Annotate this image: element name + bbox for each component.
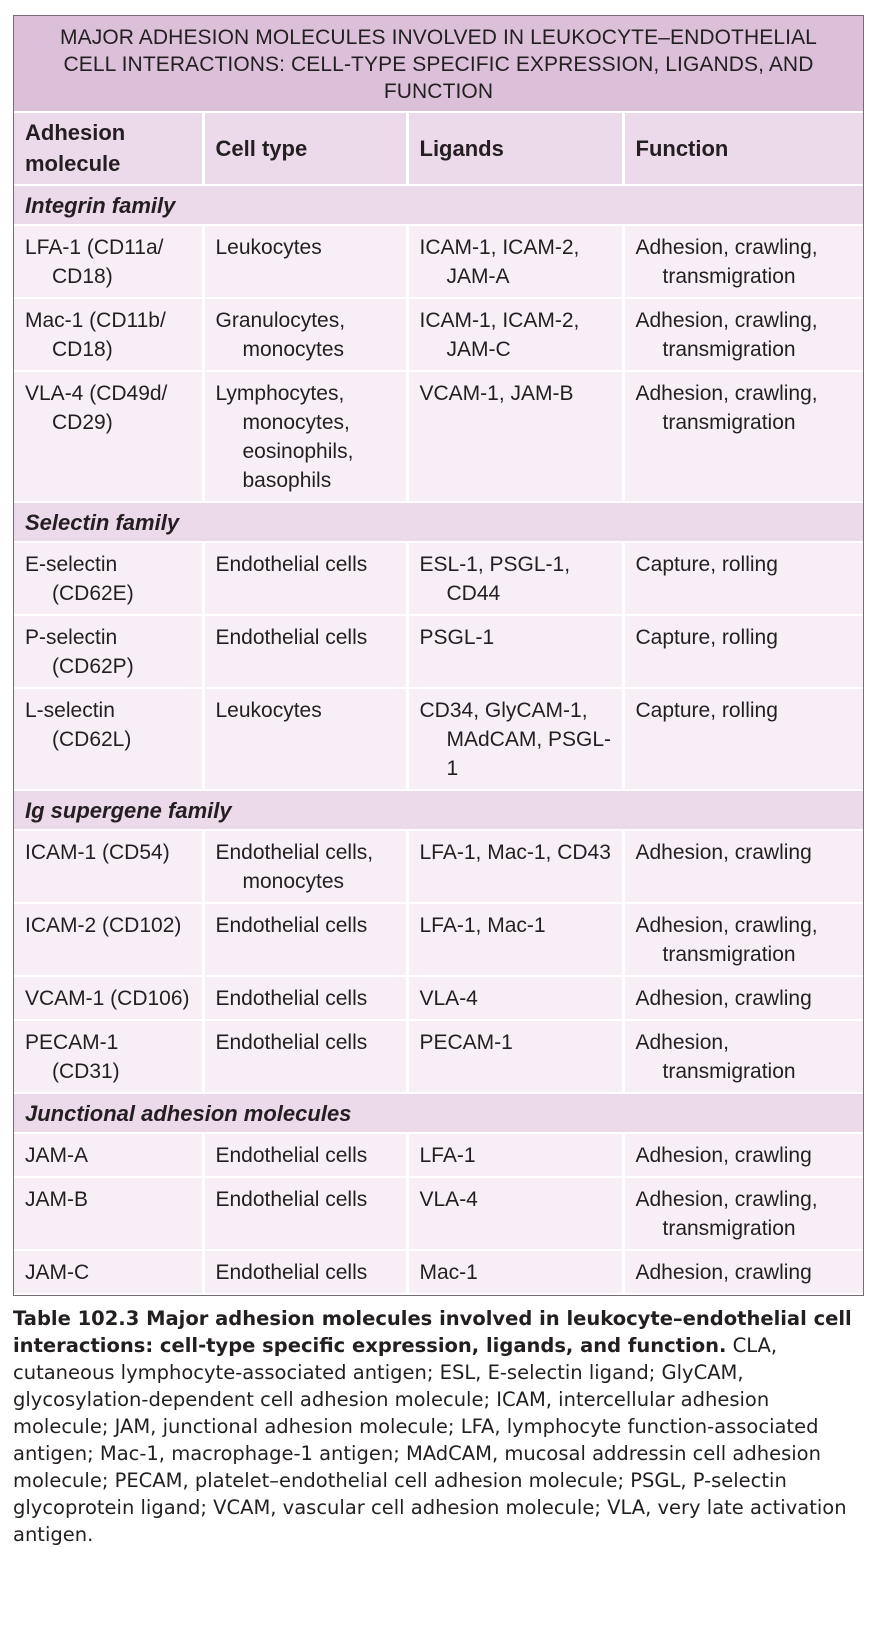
cell-cell-type: Endothelial cells, monocytes: [203, 830, 409, 904]
data-table: Adhesion molecule Cell type Ligands Func…: [14, 113, 863, 1295]
table-title: MAJOR ADHESION MOLECULES INVOLVED IN LEU…: [14, 16, 863, 113]
section-heading: Junctional adhesion molecules: [14, 1093, 863, 1134]
cell-ligands: VLA-4: [407, 976, 625, 1021]
section-heading: Integrin family: [14, 185, 863, 226]
section-row: Selectin family: [14, 502, 863, 543]
cell-adhesion-molecule: VLA-4 (CD49d/ CD29): [14, 371, 205, 503]
table-row: ICAM-1 (CD54)Endothelial cells, monocyte…: [14, 830, 863, 904]
cell-ligands: ICAM-1, ICAM-2, JAM-A: [407, 225, 625, 299]
cell-adhesion-molecule: E-selectin (CD62E): [14, 542, 205, 616]
cell-function: Adhesion, crawling, transmigration: [623, 298, 863, 372]
cell-function: Adhesion, crawling, transmigration: [623, 903, 863, 977]
cell-cell-type: Endothelial cells: [203, 1133, 409, 1178]
cell-ligands: Mac-1: [407, 1250, 625, 1295]
cell-adhesion-molecule: JAM-A: [14, 1133, 205, 1178]
section-row: Integrin family: [14, 185, 863, 226]
table-row: VLA-4 (CD49d/ CD29)Lymphocytes, monocyte…: [14, 371, 863, 503]
header-cell-type: Cell type: [203, 113, 409, 186]
cell-ligands: LFA-1, Mac-1: [407, 903, 625, 977]
cell-function: Adhesion, crawling, transmigration: [623, 1177, 863, 1251]
cell-adhesion-molecule: JAM-C: [14, 1250, 205, 1295]
cell-cell-type: Endothelial cells: [203, 1177, 409, 1251]
section-heading: Ig supergene family: [14, 790, 863, 831]
cell-function: Adhesion, crawling, transmigration: [623, 371, 863, 503]
cell-ligands: PECAM-1: [407, 1020, 625, 1094]
cell-cell-type: Leukocytes: [203, 688, 409, 791]
cell-cell-type: Leukocytes: [203, 225, 409, 299]
cell-function: Capture, rolling: [623, 542, 863, 616]
cell-function: Adhesion, crawling: [623, 976, 863, 1021]
cell-adhesion-molecule: ICAM-2 (CD102): [14, 903, 205, 977]
cell-cell-type: Endothelial cells: [203, 615, 409, 689]
cell-function: Adhesion, transmigration: [623, 1020, 863, 1094]
cell-adhesion-molecule: ICAM-1 (CD54): [14, 830, 205, 904]
cell-cell-type: Granulocytes, monocytes: [203, 298, 409, 372]
cell-adhesion-molecule: JAM-B: [14, 1177, 205, 1251]
cell-ligands: ICAM-1, ICAM-2, JAM-C: [407, 298, 625, 372]
cell-cell-type: Endothelial cells: [203, 542, 409, 616]
section-row: Ig supergene family: [14, 790, 863, 831]
cell-ligands: VCAM-1, JAM-B: [407, 371, 625, 503]
cell-ligands: ESL-1, PSGL-1, CD44: [407, 542, 625, 616]
cell-cell-type: Endothelial cells: [203, 976, 409, 1021]
cell-adhesion-molecule: Mac-1 (CD11b/ CD18): [14, 298, 205, 372]
cell-ligands: LFA-1: [407, 1133, 625, 1178]
cell-ligands: CD34, GlyCAM-1, MAdCAM, PSGL-1: [407, 688, 625, 791]
cell-adhesion-molecule: L-selectin (CD62L): [14, 688, 205, 791]
header-function: Function: [623, 113, 863, 186]
cell-function: Capture, rolling: [623, 688, 863, 791]
cell-function: Capture, rolling: [623, 615, 863, 689]
cell-adhesion-molecule: PECAM-1 (CD31): [14, 1020, 205, 1094]
cell-adhesion-molecule: P-selectin (CD62P): [14, 615, 205, 689]
cell-ligands: PSGL-1: [407, 615, 625, 689]
cell-function: Adhesion, crawling, transmigration: [623, 225, 863, 299]
cell-adhesion-molecule: LFA-1 (CD11a/ CD18): [14, 225, 205, 299]
cell-function: Adhesion, crawling: [623, 830, 863, 904]
cell-cell-type: Endothelial cells: [203, 903, 409, 977]
table-caption: Table 102.3 Major adhesion molecules inv…: [13, 1305, 865, 1548]
table-row: Mac-1 (CD11b/ CD18)Granulocytes, monocyt…: [14, 298, 863, 372]
cell-function: Adhesion, crawling: [623, 1250, 863, 1295]
cell-ligands: VLA-4: [407, 1177, 625, 1251]
section-row: Junctional adhesion molecules: [14, 1093, 863, 1134]
cell-cell-type: Endothelial cells: [203, 1250, 409, 1295]
cell-cell-type: Lymphocytes, monocytes, eosinophils, bas…: [203, 371, 409, 503]
header-row: Adhesion molecule Cell type Ligands Func…: [14, 113, 863, 186]
cell-function: Adhesion, crawling: [623, 1133, 863, 1178]
caption-title: Table 102.3 Major adhesion molecules inv…: [13, 1307, 852, 1357]
caption-text: CLA, cutaneous lymphocyte-associated ant…: [13, 1334, 847, 1546]
section-heading: Selectin family: [14, 502, 863, 543]
header-adhesion-molecule: Adhesion molecule: [14, 113, 205, 186]
adhesion-molecules-table: MAJOR ADHESION MOLECULES INVOLVED IN LEU…: [13, 15, 864, 1296]
cell-adhesion-molecule: VCAM-1 (CD106): [14, 976, 205, 1021]
cell-ligands: LFA-1, Mac-1, CD43: [407, 830, 625, 904]
header-ligands: Ligands: [407, 113, 625, 186]
cell-cell-type: Endothelial cells: [203, 1020, 409, 1094]
